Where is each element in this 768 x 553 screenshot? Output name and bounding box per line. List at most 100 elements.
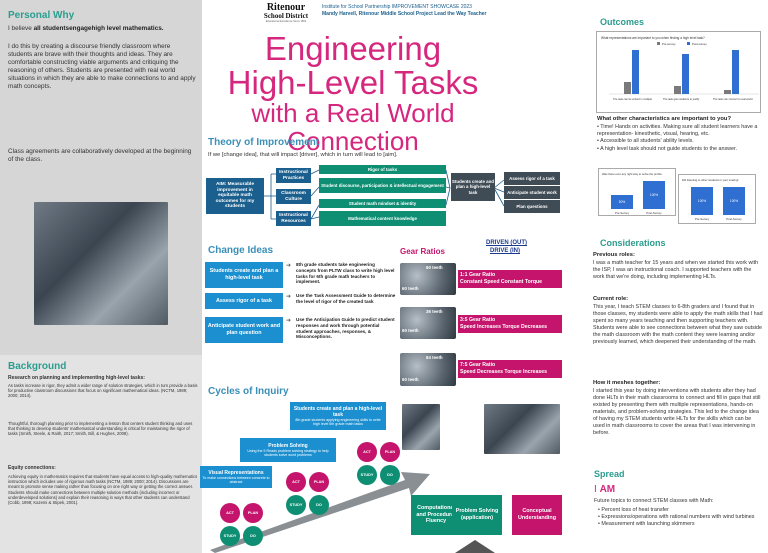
- secondary-rigor: Rigor of tasks: [319, 165, 446, 174]
- arrow-icon: ➔: [286, 294, 292, 300]
- considerations-h2: Current role:: [593, 296, 629, 302]
- driver-instructional-practices: Instructional Practices: [276, 168, 311, 183]
- chart2-bar: [643, 181, 665, 209]
- chart3-category: Post-Survey: [726, 217, 742, 221]
- gear-ratios-heading: Gear Ratios: [400, 247, 445, 256]
- chart1-legend-label: Post-survey: [692, 42, 707, 46]
- chart3-bar: [723, 187, 745, 215]
- chart2-category: Post-Survey: [646, 211, 662, 215]
- chart1-legend-label: Pre-survey: [662, 42, 676, 46]
- change-idea-box-3: Anticipate student work and plan questio…: [205, 317, 283, 343]
- chart1-bar: [732, 50, 739, 94]
- cycles-heading: Cycles of Inquiry: [208, 386, 289, 397]
- change-idea-text-1: 8th grade students take engineering conc…: [296, 262, 395, 285]
- change-idea-text-3: Use the Anticipation Guide to predict st…: [296, 317, 395, 340]
- characteristic-item: • A high level task should not guide stu…: [597, 145, 738, 152]
- title-line3: with a Real World Connection: [251, 98, 455, 156]
- chart1-bar: [724, 90, 731, 94]
- secondary-content-knowledge: Mathematical content knowledge: [319, 211, 446, 226]
- driven-label: DRIVEN (OUT): [486, 240, 527, 246]
- chart1-category: The task can be solved in multiple: [613, 97, 653, 101]
- district-logo: Ritenour School District Educational Exc…: [263, 2, 309, 24]
- showcase-line: Institute for School Partnership IMPROVE…: [322, 4, 472, 10]
- background-p3: Achieving equity in mathematics requires…: [8, 474, 198, 506]
- chart1-title: What representations are important to yo…: [601, 36, 705, 40]
- drive-label: DRIVE (IN): [490, 248, 520, 254]
- background-p2: Thoughtful, thorough planning prior to i…: [8, 421, 193, 437]
- classroom-photo-1: [402, 404, 440, 450]
- spread-list: • Percent loss of heat transfer • Expres…: [598, 507, 763, 529]
- gear-bot-label-2: 60 teeth: [402, 328, 419, 333]
- chart1-bar: [632, 50, 639, 94]
- theory-connectors: [264, 169, 505, 220]
- gear-top-label-2: 36 teeth: [426, 309, 443, 314]
- chart3-data-label: 100%: [698, 199, 706, 203]
- chart1-bar: [624, 82, 631, 94]
- title-line2: High-Level Tasks: [227, 64, 479, 101]
- pdsa-study-3: STUDY: [357, 465, 377, 485]
- pdsa-plan-3: PLAN: [380, 442, 400, 462]
- chart3-data-label: 100%: [730, 199, 738, 203]
- outcomes-chart-1: What representations are important to yo…: [596, 31, 761, 113]
- background-subhead1: Research on planning and implementing hi…: [8, 375, 145, 381]
- considerations-p3: I started this year by doing interventio…: [593, 388, 761, 436]
- considerations-h3: How it meshes together:: [593, 380, 661, 386]
- change-hub-box: Students create and plan a high-level ta…: [451, 173, 495, 201]
- considerations-p1: I was a math teacher for 15 years and wh…: [593, 260, 759, 280]
- pdsa-plan-2: PLAN: [309, 472, 329, 492]
- personal-why-heading: Personal Why: [8, 10, 75, 21]
- gear-photo-1: [400, 263, 456, 295]
- title-line1: Engineering: [264, 30, 442, 67]
- background-panel: [0, 355, 202, 553]
- chart2-category: Pre-Survey: [615, 211, 630, 215]
- pdsa-act-2: ACT: [286, 472, 306, 492]
- chart2-bar: [611, 195, 633, 209]
- considerations-p2: This year, I teach STEM classes to 6-8th…: [593, 304, 763, 345]
- chart2-title: Was there ever any right way to solve th…: [602, 172, 662, 176]
- gear-top-label-1: 60 teeth: [426, 265, 443, 270]
- driver-classroom-culture: Classroom Culture: [276, 189, 311, 204]
- aim-box: AIM: Measurable improvement in equitable…: [206, 178, 264, 214]
- pdsa-do-3: DO: [380, 465, 400, 485]
- author-line: Mandy Harvell, Ritenour Middle School Pr…: [322, 11, 487, 17]
- theory-heading: Theory of Improvement: [208, 137, 320, 148]
- background-subhead2: Equity connections:: [8, 465, 56, 471]
- personal-why-p3: Class agreements are collaboratively dev…: [8, 148, 192, 163]
- personal-why-p2: I do this by creating a discourse friend…: [8, 43, 196, 90]
- pdsa-do-1: DO: [243, 526, 263, 546]
- chart1-bar: [674, 86, 681, 94]
- chart1-bar: [682, 54, 689, 94]
- background-heading: Background: [8, 361, 67, 372]
- driver-instructional-resources: Instructional Resources: [276, 211, 311, 226]
- spread-item: • Measurement with launching skimmers: [598, 521, 695, 528]
- bottom-problem-solving-box: Problem Solving (application): [452, 495, 502, 535]
- chart1-legend-swatch: [657, 42, 660, 45]
- characteristics-heading: What other characteristics are important…: [597, 116, 731, 122]
- spread-big-line: I AM: [594, 484, 616, 495]
- pdsa-plan-1: PLAN: [243, 503, 263, 523]
- secondary-discourse: Student discourse, participation & intel…: [319, 178, 446, 193]
- chart1-category: The task can connect to real world: [713, 97, 753, 101]
- spread-item: • Percent loss of heat transfer: [598, 507, 669, 513]
- personal-why-p1: I believe all studentsengagehigh level m…: [8, 25, 164, 32]
- bottom-conceptual-box: Conceptual Understanding: [512, 495, 562, 535]
- considerations-heading: Considerations: [600, 238, 666, 248]
- change-idea-box-2: Assess rigor of a task: [205, 293, 283, 309]
- chart3-title: Did listening to other students in your …: [682, 178, 739, 182]
- pdsa-do-2: DO: [309, 495, 329, 515]
- outcomes-chart-3: Did listening to other students in your …: [678, 174, 756, 224]
- change-ideas-heading: Change Ideas: [208, 245, 274, 256]
- chart1-legend-swatch: [687, 42, 690, 45]
- theory-intro: If we [change idea], that will impact [d…: [208, 152, 398, 158]
- gear-photo-2: [400, 307, 456, 339]
- pdsa-study-2: STUDY: [286, 495, 306, 515]
- cycle-top-box: Students create and plan a high-level ta…: [290, 402, 386, 430]
- spread-heading: Spread: [594, 469, 625, 479]
- characteristic-item: • Accessible to all students' ability le…: [597, 138, 694, 145]
- characteristic-item: • Time! Hands on activities. Making sure…: [597, 124, 758, 138]
- pdsa-study-1: STUDY: [220, 526, 240, 546]
